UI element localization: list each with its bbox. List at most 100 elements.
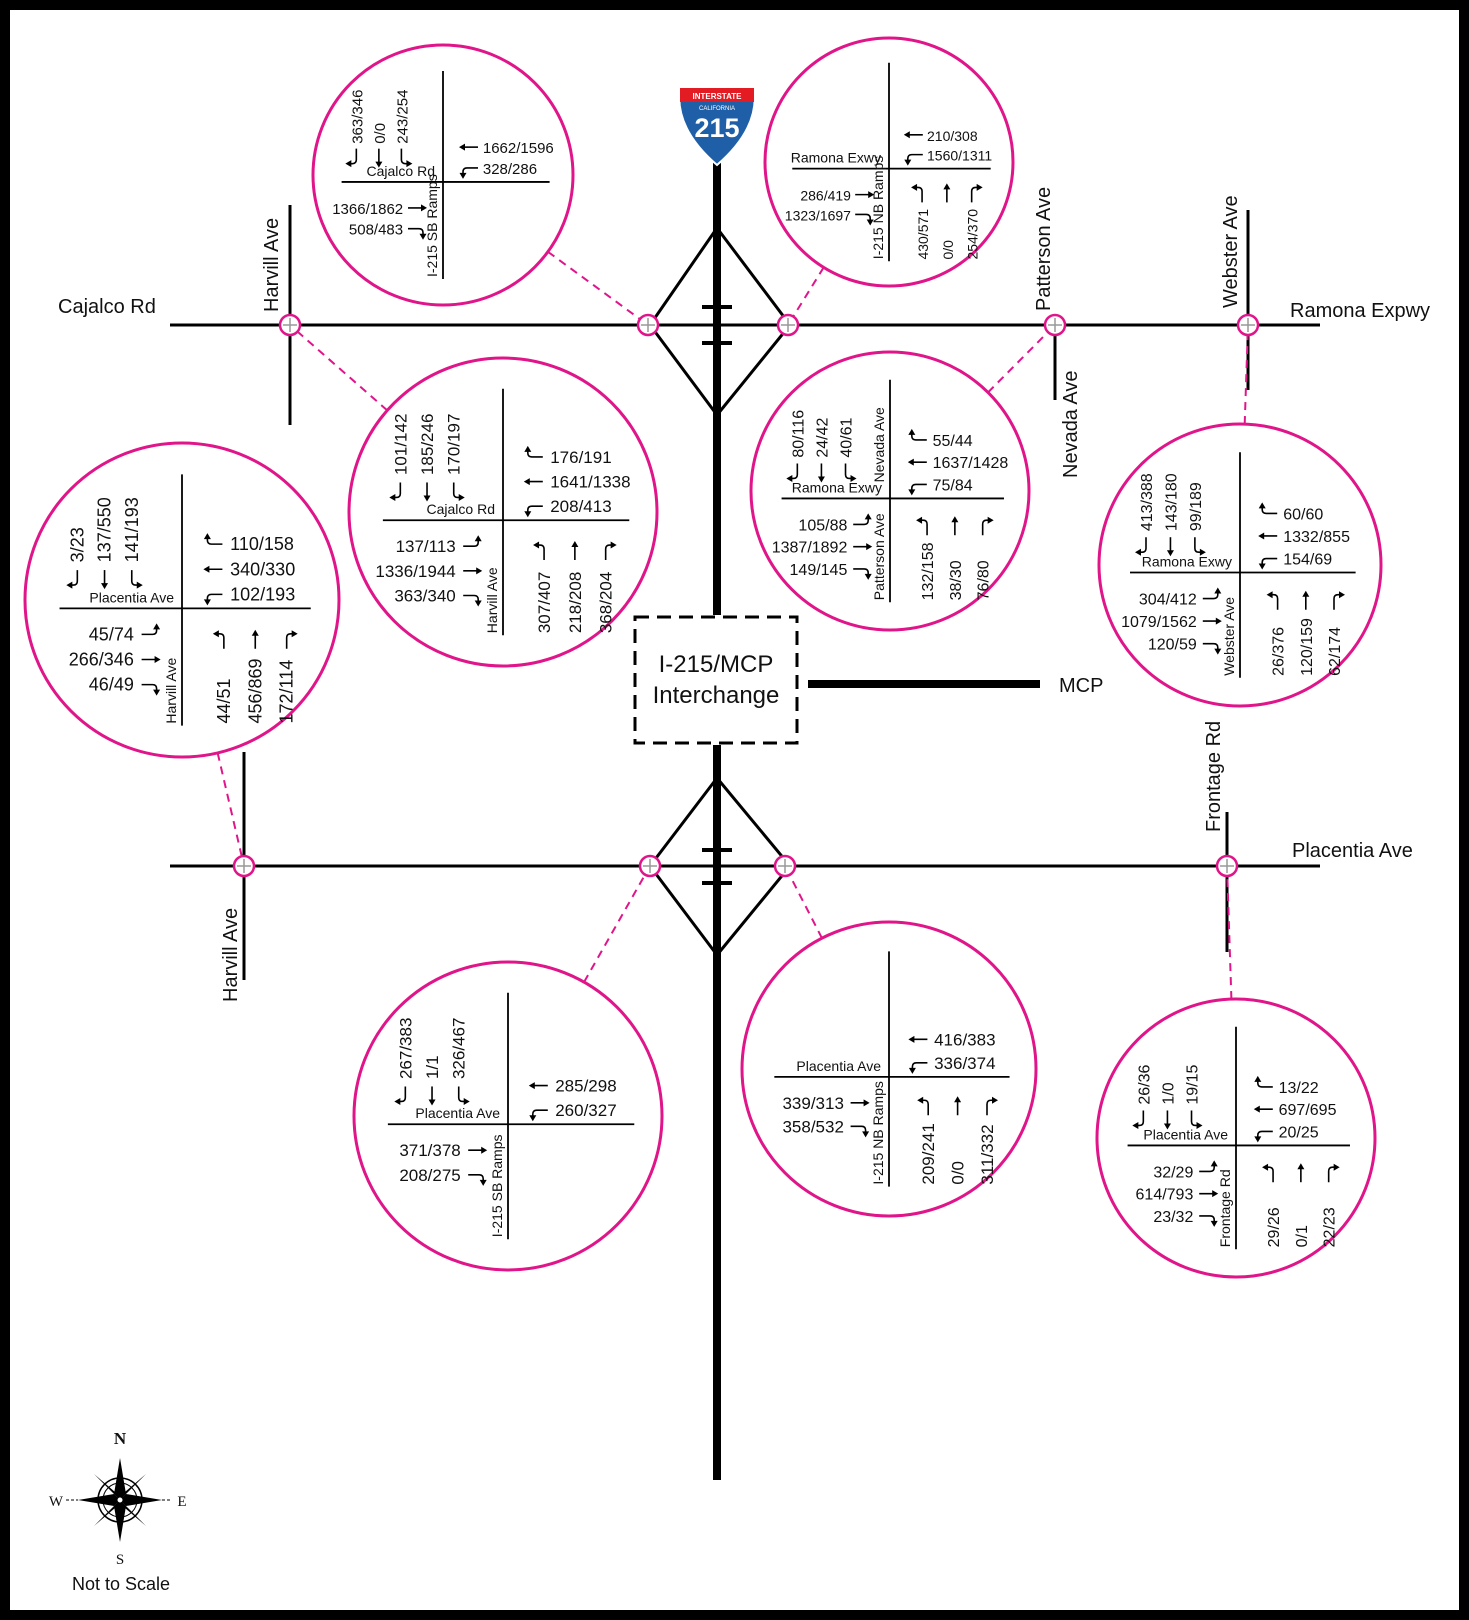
interstate-shield-icon: INTERSTATE CALIFORNIA 215 <box>678 87 756 167</box>
movement-arrow-icon <box>1202 642 1222 655</box>
movement-arrow-icon <box>908 483 927 496</box>
east-volume: 1332/855 <box>1283 529 1350 546</box>
north-volume: 170/197 <box>445 414 464 475</box>
movement-arrow-icon <box>1202 587 1222 600</box>
intersection-marker-icon <box>232 854 256 878</box>
east-volume: 336/374 <box>934 1054 995 1073</box>
movement-arrow-icon <box>463 535 482 548</box>
west-volume: 358/532 <box>782 1117 843 1136</box>
compass-w: W <box>49 1494 64 1510</box>
east-volume: 1662/1596 <box>483 140 554 157</box>
callout-ew-street: Placentia Ave <box>415 1105 500 1121</box>
movement-arrow-icon <box>853 543 873 551</box>
movement-arrow-icon <box>141 655 161 663</box>
east-volume: 75/84 <box>933 477 973 494</box>
intersection-marker-icon <box>1043 313 1067 337</box>
callout-ew-street: Placentia Ave <box>89 589 174 605</box>
movement-arrow-icon <box>130 570 143 589</box>
movement-arrow-icon <box>1258 532 1278 540</box>
movement-arrow-icon <box>428 1086 436 1106</box>
movement-arrow-icon <box>463 567 483 575</box>
east-volume: 60/60 <box>1283 506 1323 523</box>
callout-connector <box>1243 334 1249 425</box>
movement-arrow-icon <box>986 1096 998 1116</box>
north-volume: 243/254 <box>394 90 411 144</box>
movement-arrow-icon <box>285 630 298 649</box>
west-volume: 614/793 <box>1136 1187 1194 1204</box>
compass-rose-icon: N S W E <box>49 1429 187 1568</box>
south-volume: 0/1 <box>1294 1225 1311 1247</box>
south-volume: 254/370 <box>965 209 981 260</box>
callout-ns-street: Patterson Ave <box>871 513 887 600</box>
shield-top-text: INTERSTATE <box>692 92 742 101</box>
movement-arrow-icon <box>817 463 825 483</box>
movement-arrow-icon <box>954 1096 962 1116</box>
north-volume: 267/383 <box>396 1018 415 1079</box>
north-volume: 0/0 <box>372 123 389 144</box>
east-volume: 55/44 <box>933 433 973 450</box>
road-label-nevada: Nevada Ave <box>1060 371 1082 479</box>
east-volume: 110/158 <box>230 534 294 554</box>
east-volume: 328/286 <box>483 161 537 178</box>
intersection-markers <box>232 313 1260 878</box>
north-volume: 99/189 <box>1188 482 1205 531</box>
movement-arrow-icon <box>203 593 223 606</box>
movement-arrow-icon <box>389 482 402 501</box>
movement-arrow-icon <box>101 570 109 590</box>
west-volume: 208/275 <box>399 1166 460 1185</box>
callout-ns-street: Webster Ave <box>1221 597 1237 676</box>
east-volume: 20/25 <box>1279 1124 1319 1141</box>
compass-e: E <box>177 1494 186 1510</box>
movement-arrow-icon <box>604 541 617 561</box>
west-volume: 149/145 <box>790 562 848 579</box>
movement-arrow-icon <box>203 565 223 573</box>
north-volume: 185/246 <box>418 414 437 475</box>
movement-arrow-icon <box>1135 537 1147 556</box>
north-volume: 3/23 <box>67 527 87 562</box>
west-volume: 1079/1562 <box>1121 614 1197 631</box>
east-volume: 340/330 <box>230 559 295 579</box>
north-volume: 363/346 <box>349 90 366 144</box>
south-volume: 307/407 <box>535 572 554 633</box>
movement-arrow-icon <box>523 478 543 486</box>
movement-arrow-icon <box>423 482 431 502</box>
east-volume: 285/298 <box>555 1077 616 1096</box>
movement-arrow-icon <box>917 1096 930 1116</box>
callout-ew-street: Placentia Ave <box>796 1058 881 1074</box>
movement-arrow-icon <box>1190 1110 1203 1129</box>
west-volume: 1336/1944 <box>375 562 455 581</box>
west-volume: 508/483 <box>349 222 403 239</box>
north-volume: 40/61 <box>839 417 856 457</box>
west-volume: 339/313 <box>782 1094 843 1113</box>
north-volume: 1/0 <box>1160 1082 1177 1104</box>
movement-arrow-icon <box>1132 1110 1145 1129</box>
callout-ns-street: I-215 NB Ramps <box>870 156 886 259</box>
north-volume: 26/36 <box>1136 1064 1153 1104</box>
movement-arrow-icon <box>203 533 223 545</box>
movement-arrow-icon <box>141 683 161 696</box>
callout-connectors <box>216 250 1249 1000</box>
intersection-marker-icon <box>776 313 800 337</box>
movement-arrow-icon <box>345 148 358 168</box>
west-volume: 1387/1892 <box>772 540 848 557</box>
east-volume: 13/22 <box>1279 1080 1319 1097</box>
west-volume: 371/378 <box>399 1141 460 1160</box>
west-volume: 45/74 <box>89 624 134 644</box>
movement-arrow-icon <box>408 204 427 212</box>
movement-arrow-icon <box>1258 502 1278 515</box>
callout-connector <box>296 330 388 412</box>
interchange-border <box>633 615 799 745</box>
south-volume: 26/376 <box>1271 627 1288 676</box>
intersection-marker-icon <box>636 313 660 337</box>
east-volume: 154/69 <box>1283 552 1332 569</box>
movement-arrow-icon <box>1297 1163 1305 1183</box>
movement-arrow-icon <box>212 630 225 649</box>
movement-arrow-icon <box>853 568 872 580</box>
interchange-title-line2: Interchange <box>653 682 780 709</box>
movement-arrow-icon <box>459 167 478 179</box>
compass-n: N <box>114 1429 127 1448</box>
south-volume: 76/80 <box>976 560 993 600</box>
